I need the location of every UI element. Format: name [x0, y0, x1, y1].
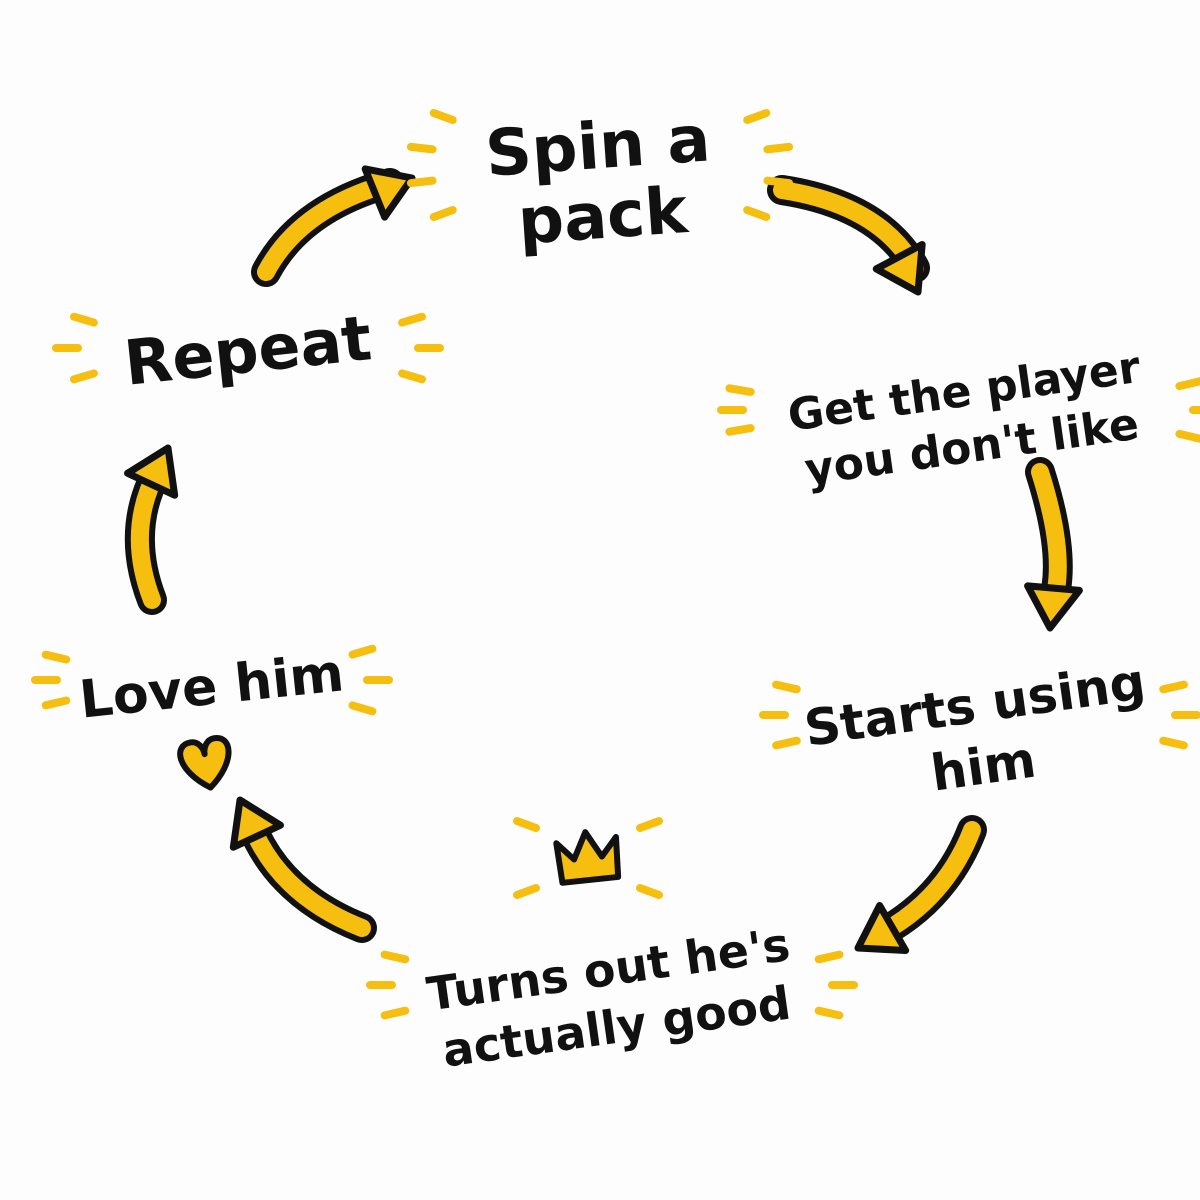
sparkles-love-mark-5	[41, 650, 71, 664]
step-spin-a-pack: Spin a pack	[483, 102, 712, 260]
step-love-him: Love him	[77, 643, 347, 730]
sparkles-get-mark-3	[725, 424, 755, 436]
sparkles-repeat-mark-5	[70, 312, 98, 327]
sparkles-starts-mark-3	[772, 736, 801, 750]
sparkles-get-mark-2	[1175, 429, 1200, 443]
crown-icon	[553, 829, 622, 886]
sparkles-starts	[759, 680, 1200, 750]
arrow-love-to-repeat-head	[124, 444, 179, 499]
sparkles-starts-mark-2	[1159, 736, 1188, 750]
sparkles-crown	[513, 817, 663, 899]
sparkles-turns-mark-5	[380, 950, 410, 964]
arrow-spin-to-get-head	[872, 240, 926, 296]
step-starts-using: Starts using him	[801, 653, 1149, 803]
sparkles-love-mark-0	[348, 644, 377, 659]
sparkles-get-mark-0	[1175, 377, 1200, 391]
sparkles-starts-mark-5	[772, 680, 801, 694]
arrow-repeat-to-spin	[251, 165, 416, 287]
step-spin-line-2: pack	[516, 174, 692, 260]
arrow-get-to-starts-head	[1024, 582, 1083, 632]
sparkles-spin-mark-4	[743, 109, 771, 124]
step-spin-line-1: Spin a	[483, 102, 712, 192]
sparkles-love	[31, 644, 393, 716]
sparkles-spin-mark-1	[406, 142, 437, 154]
step-repeat: Repeat	[121, 301, 375, 399]
sparkles-get	[717, 377, 1200, 443]
sparkles-crown-mark-3	[636, 884, 663, 899]
sparkles-starts-mark-0	[1159, 680, 1188, 694]
sparkles-love-mark-2	[348, 701, 377, 716]
sparkles-spin-mark-5	[763, 142, 794, 154]
sparkle-marks	[31, 109, 1200, 1020]
sparkles-repeat-mark-0	[398, 312, 426, 327]
sparkles-crown-mark-0	[513, 817, 540, 832]
step-turns-out-good: Turns out he's actually good	[424, 917, 794, 1078]
sparkles-repeat-mark-3	[70, 369, 98, 384]
arrow-love-to-repeat	[124, 444, 179, 615]
sparkles-spin-mark-7	[743, 206, 771, 221]
sparkles-repeat-mark-2	[398, 369, 426, 384]
sparkles-turns-mark-0	[814, 950, 844, 964]
sparkles-turns	[366, 950, 858, 1020]
sparkles-love-mark-3	[41, 696, 71, 710]
sparkles-repeat	[52, 312, 444, 384]
sparkles-spin-mark-2	[406, 176, 437, 188]
arrow-get-to-starts	[1024, 457, 1083, 632]
sparkles-spin-mark-3	[429, 206, 457, 221]
heart-icon	[177, 735, 232, 791]
arrows	[124, 165, 1083, 955]
arrow-spin-to-get	[767, 175, 930, 296]
sparkles-get-mark-5	[725, 384, 755, 396]
arrow-starts-to-turns-head	[854, 901, 910, 955]
sparkles-turns-mark-3	[380, 1006, 410, 1020]
arrow-repeat-to-spin-head	[361, 165, 416, 221]
sparkles-spin-mark-0	[429, 109, 457, 124]
arrow-turns-to-love-head	[229, 796, 284, 851]
sparkles-spin-mark-6	[763, 176, 794, 188]
step-get-player: Get the player you don't like	[785, 342, 1144, 496]
step-repeat-line-1: Repeat	[121, 301, 375, 399]
arrow-turns-to-love	[229, 796, 377, 943]
sparkles-crown-mark-1	[636, 817, 663, 832]
sparkles-crown-mark-2	[513, 884, 540, 899]
sparkles-spin	[406, 109, 794, 221]
step-love-him-line-1: Love him	[77, 643, 347, 730]
arrow-starts-to-turns	[854, 815, 987, 955]
sparkles-turns-mark-2	[814, 1006, 844, 1020]
step-starts-using-line-2: him	[927, 731, 1039, 803]
